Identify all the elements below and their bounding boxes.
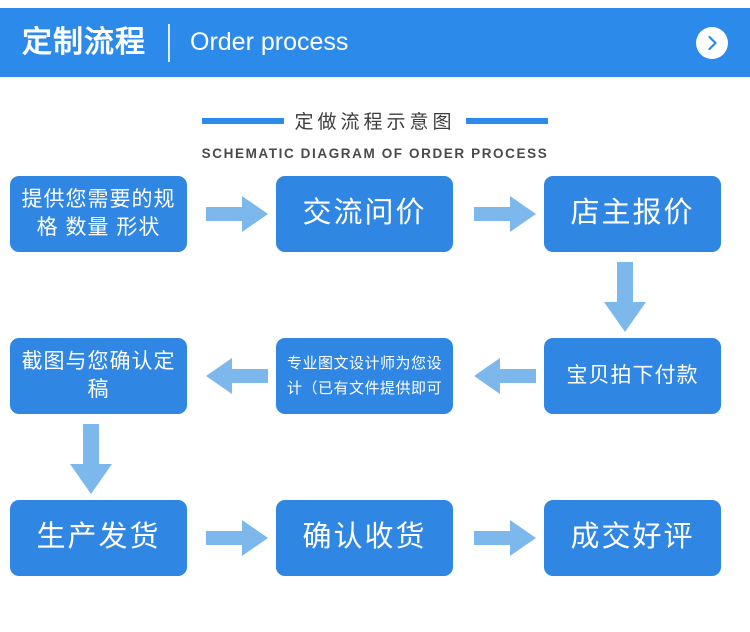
chevron-right-icon[interactable] xyxy=(696,26,728,59)
flow-node-provide-specs: 提供您需要的规格 数量 形状 xyxy=(10,176,187,252)
flow-node-shop-quote: 店主报价 xyxy=(544,176,721,252)
section-title-cn: 定做流程示意图 xyxy=(294,112,456,133)
arrow-right-icon xyxy=(474,196,536,232)
flow-node-production-ship: 生产发货 xyxy=(10,500,187,576)
flow-node-inquiry: 交流问价 xyxy=(276,176,453,252)
header-title-en: Order process xyxy=(190,28,349,56)
flow-node-good-review: 成交好评 xyxy=(544,500,721,576)
arrow-down-icon xyxy=(604,262,646,332)
header-divider xyxy=(168,23,170,62)
arrow-right-icon xyxy=(206,196,268,232)
flow-node-designer: 专业图文设计师为您设计（已有文件提供即可 xyxy=(276,338,453,414)
header-title-cn: 定制流程 xyxy=(22,25,146,59)
arrow-right-icon xyxy=(474,520,536,556)
flow-node-confirm-draft: 截图与您确认定稿 xyxy=(10,338,187,414)
arrow-down-icon xyxy=(70,424,112,494)
flow-node-confirm-receipt: 确认收货 xyxy=(276,500,453,576)
section-title-en: SCHEMATIC DIAGRAM OF ORDER PROCESS xyxy=(201,146,549,161)
arrow-right-icon xyxy=(206,520,268,556)
page-header-banner: 定制流程 Order process xyxy=(0,8,750,77)
title-rule-left xyxy=(202,117,285,124)
arrow-left-icon xyxy=(474,358,536,394)
section-title: 定做流程示意图 SCHEMATIC DIAGRAM OF ORDER PROCE… xyxy=(0,107,750,161)
flow-node-payment: 宝贝拍下付款 xyxy=(544,338,721,414)
title-rule-right xyxy=(465,117,548,124)
arrow-left-icon xyxy=(206,358,268,394)
